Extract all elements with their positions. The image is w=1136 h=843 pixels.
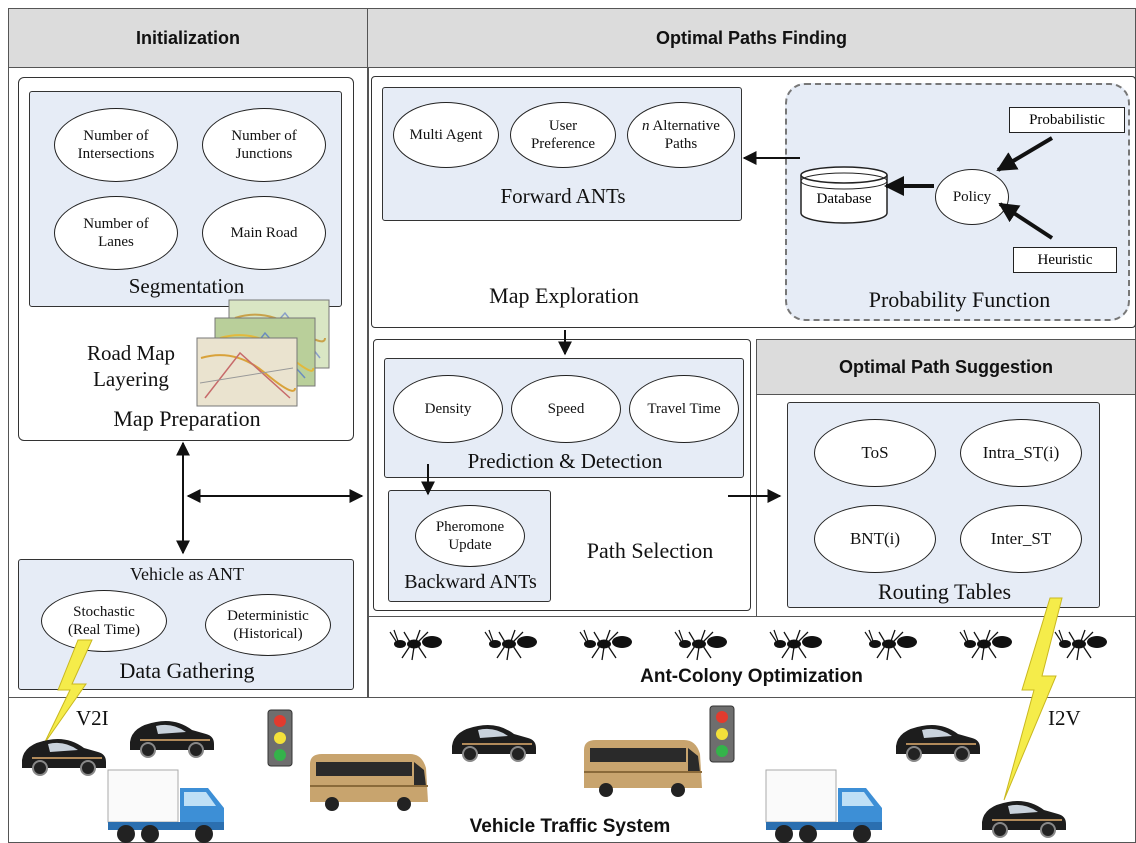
v2i-label: V2I xyxy=(76,706,109,730)
i2v-lightning-icon xyxy=(1003,597,1063,801)
traffic-area xyxy=(8,697,1136,843)
bus-icon xyxy=(309,753,429,812)
probabilistic-to-policy-arrow xyxy=(996,136,1054,172)
aco-title: Ant-Colony Optimization xyxy=(640,666,863,687)
car-icon xyxy=(895,724,981,762)
segmentation-box: Number of Intersections Number of Juncti… xyxy=(29,91,342,307)
initialization-header-label: Initialization xyxy=(135,27,240,48)
bus-icon xyxy=(583,739,703,798)
data-item-stochastic: Stochastic (Real Time) xyxy=(41,590,167,652)
traffic-light-icon xyxy=(267,709,293,767)
optimal-path-suggestion-area xyxy=(756,394,1136,617)
segmentation-item-lanes: Number of Lanes xyxy=(54,196,178,270)
map-exploration-title: Map Exploration xyxy=(489,283,639,308)
data-item-deterministic: Deterministic (Historical) xyxy=(205,594,331,656)
data-gathering-title: Data Gathering xyxy=(119,658,255,683)
policy-node: Policy xyxy=(935,169,1009,225)
initialization-column-divider xyxy=(367,68,369,698)
forward-ants-box: Multi Agent User Preference n Alternativ… xyxy=(382,87,742,221)
segmentation-item-intersections: Number of Intersections xyxy=(54,108,178,182)
map-preparation-title: Map Preparation xyxy=(113,406,261,431)
backward-ants-title: Backward ANTs xyxy=(404,571,537,593)
forward-ants-title: Forward ANTs xyxy=(500,184,626,208)
forward-item-user-preference: User Preference xyxy=(510,102,616,168)
map-preparation-panel: Number of Intersections Number of Juncti… xyxy=(18,77,354,441)
optimal-paths-finding-header: Optimal Paths Finding xyxy=(367,8,1136,68)
prediction-item-density: Density xyxy=(393,375,503,443)
routing-item-inter-st: Inter_ST xyxy=(960,505,1082,573)
traffic-title: Vehicle Traffic System xyxy=(469,816,671,837)
truck-icon xyxy=(107,769,225,843)
v2i-lightning-icon xyxy=(43,639,93,745)
probabilistic-box: Probabilistic xyxy=(1009,107,1125,133)
prediction-item-speed: Speed xyxy=(511,375,621,443)
alternative-paths-label: Alternative Paths xyxy=(652,118,720,152)
routing-tables-title: Routing Tables xyxy=(877,579,1012,604)
prediction-item-travel-time: Travel Time xyxy=(629,375,739,443)
optimal-path-suggestion-header: Optimal Path Suggestion xyxy=(756,339,1136,395)
prediction-detection-title: Prediction & Detection xyxy=(467,449,663,473)
car-icon xyxy=(129,720,215,758)
traffic-light-icon xyxy=(709,705,735,763)
map-layer-front xyxy=(196,337,298,407)
database-label: Database xyxy=(816,191,872,207)
road-map-layering-label: Road Map Layering xyxy=(86,341,176,392)
car-icon xyxy=(21,738,107,776)
initialization-header: Initialization xyxy=(8,8,368,68)
path-selection-title: Path Selection xyxy=(586,538,714,563)
prediction-detection-box: Density Speed Travel Time Prediction & D… xyxy=(384,358,744,478)
truck-icon xyxy=(765,769,883,843)
heuristic-to-policy-arrow xyxy=(998,202,1054,240)
optimal-path-suggestion-label: Optimal Path Suggestion xyxy=(838,356,1053,377)
i2v-label: I2V xyxy=(1048,706,1081,730)
segmentation-item-junctions: Number of Junctions xyxy=(202,108,326,182)
map-exploration-panel: Multi Agent User Preference n Alternativ… xyxy=(371,76,1136,328)
path-selection-panel: Density Speed Travel Time Prediction & D… xyxy=(373,339,751,611)
optimal-paths-finding-label: Optimal Paths Finding xyxy=(655,27,847,48)
routing-item-tos: ToS xyxy=(814,419,936,487)
n-italic-prefix: n xyxy=(642,118,650,134)
car-icon xyxy=(451,724,537,762)
probability-function-title: Probability Function xyxy=(868,287,1051,312)
probability-function-box: Policy Database Probabilistic Heuristic … xyxy=(785,83,1130,321)
road-map-layers-image xyxy=(195,298,335,408)
segmentation-title: Segmentation xyxy=(128,274,245,298)
routing-item-bnt: BNT(i) xyxy=(814,505,936,573)
vehicle-as-ant-label: Vehicle as ANT xyxy=(130,564,244,584)
database-cylinder: Database xyxy=(799,165,889,227)
aco-area xyxy=(367,616,1136,698)
car-icon xyxy=(981,800,1067,838)
forward-item-alternative-paths: n Alternative Paths xyxy=(627,102,735,168)
forward-item-multi-agent: Multi Agent xyxy=(393,102,499,168)
routing-tables-box: ToS Intra_ST(i) BNT(i) Inter_ST Routing … xyxy=(787,402,1100,608)
segmentation-item-main-road: Main Road xyxy=(202,196,326,270)
data-gathering-panel: Vehicle as ANT Stochastic (Real Time) De… xyxy=(18,559,354,690)
pheromone-update-node: Pheromone Update xyxy=(415,505,525,567)
heuristic-box: Heuristic xyxy=(1013,247,1117,273)
routing-item-intra-st: Intra_ST(i) xyxy=(960,419,1082,487)
backward-ants-box: Pheromone Update Backward ANTs xyxy=(388,490,551,602)
